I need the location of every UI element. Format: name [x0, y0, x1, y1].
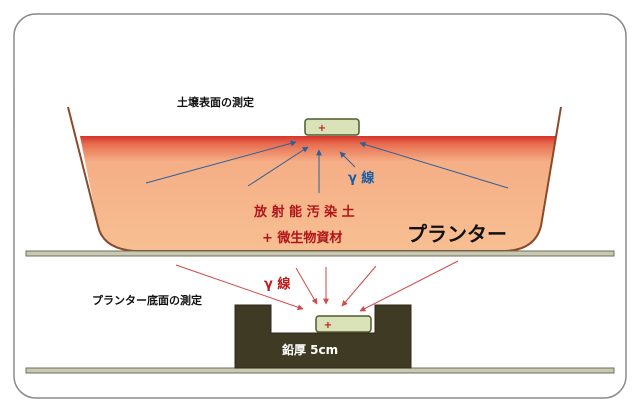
- surface-detector: [304, 118, 360, 136]
- upper-floor: [25, 250, 615, 257]
- gamma-ray-label-upper: γ 線: [348, 170, 375, 186]
- planter-bottom-measurement-label: プランター底面の測定: [92, 293, 202, 307]
- bottom-detector-plus: +: [324, 320, 332, 331]
- upper-gamma-arrows: [145, 140, 509, 193]
- bottom-detector: [315, 315, 372, 333]
- surface-detector-plus: +: [318, 123, 326, 134]
- planter-soil: [80, 136, 556, 251]
- planter-label: プランター: [407, 222, 507, 246]
- lower-gamma-arrows: [175, 260, 459, 312]
- microbial-material-label: + 微生物資材: [262, 230, 342, 246]
- soil-surface-measurement-label: 土壌表面の測定: [177, 95, 254, 109]
- contaminated-soil-label: 放 射 能 汚 染 土: [253, 204, 355, 220]
- lead-shield: [234, 304, 412, 369]
- gamma-ray-label-lower: γ 線: [264, 276, 291, 292]
- lower-floor: [25, 367, 615, 374]
- lead-thickness-label: 鉛厚 5cm: [281, 342, 338, 357]
